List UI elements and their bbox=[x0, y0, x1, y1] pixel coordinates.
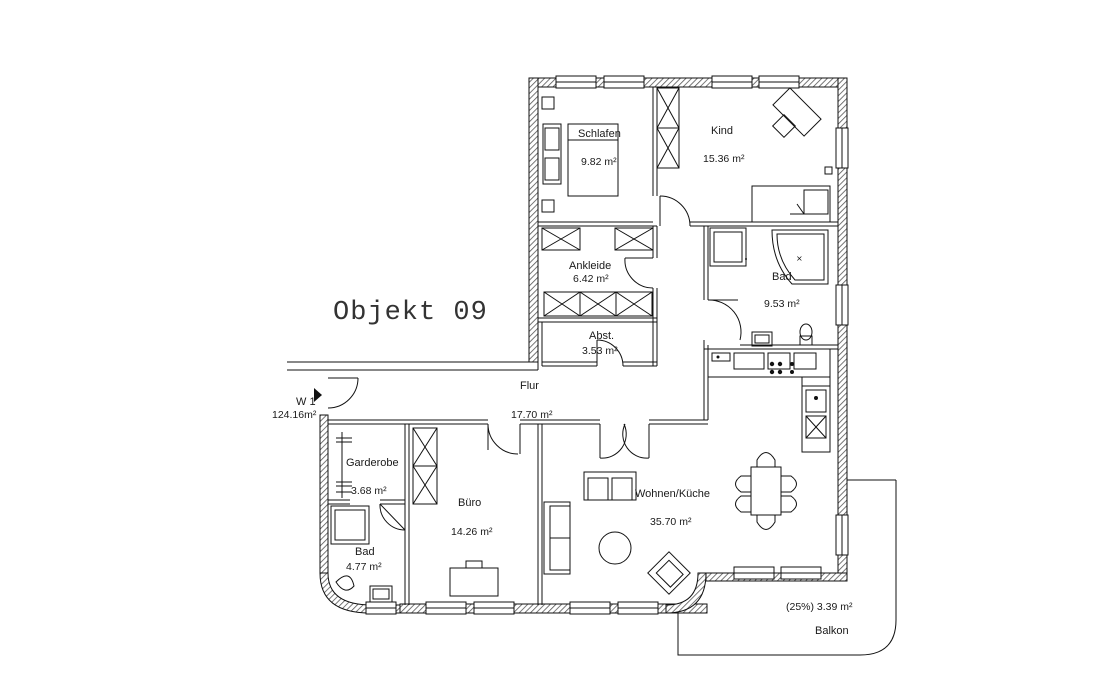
room-name-garderobe: Garderobe bbox=[346, 457, 399, 469]
room-area-garderobe: 3.68 m² bbox=[351, 485, 387, 497]
room-name-flur: Flur bbox=[520, 380, 539, 392]
room-name-schlafen: Schlafen bbox=[578, 128, 621, 140]
entrance-arrow-icon bbox=[314, 388, 322, 402]
stove-burners bbox=[716, 355, 818, 400]
room-area-bad-oben: 9.53 m² bbox=[764, 298, 800, 310]
room-area-bad-unten: 4.77 m² bbox=[346, 561, 382, 573]
room-name-abst: Abst. bbox=[589, 330, 615, 342]
room-area-buero: 14.26 m² bbox=[451, 526, 493, 538]
room-name-bad-oben: Bad bbox=[772, 271, 792, 283]
room-name-wohnen-kueche: Wohnen/Küche bbox=[635, 488, 711, 500]
flur-top-wall bbox=[287, 361, 539, 371]
room-area-wohnen-kueche: 35.70 m² bbox=[650, 516, 692, 528]
room-name-balkon: Balkon bbox=[815, 625, 849, 637]
room-name-kind: Kind bbox=[711, 125, 734, 137]
room-area-abst: 3.53 m² bbox=[582, 345, 618, 357]
room-area-kind: 15.36 m² bbox=[703, 153, 745, 165]
room-area-flur: 17.70 m² bbox=[511, 409, 553, 421]
furniture bbox=[330, 87, 897, 656]
tub-mark-icon: × bbox=[796, 254, 803, 263]
drain-icon bbox=[745, 258, 747, 260]
entry-label: W 1 bbox=[296, 396, 316, 408]
room-name-bad-unten: Bad bbox=[355, 546, 375, 558]
outer-walls bbox=[319, 77, 848, 614]
plan-title: Objekt 09 bbox=[333, 298, 488, 328]
total-area: 124.16m² bbox=[272, 409, 317, 421]
room-name-buero: Büro bbox=[458, 497, 482, 509]
windows bbox=[365, 75, 849, 615]
doors bbox=[327, 195, 742, 531]
room-area-ankleide: 6.42 m² bbox=[573, 273, 609, 285]
room-name-ankleide: Ankleide bbox=[569, 260, 612, 272]
curved-wall-left bbox=[319, 572, 401, 614]
room-area-schlafen: 9.82 m² bbox=[581, 156, 617, 168]
curved-wall-right bbox=[665, 572, 707, 614]
room-area-balkon: (25%) 3.39 m² bbox=[786, 601, 853, 613]
